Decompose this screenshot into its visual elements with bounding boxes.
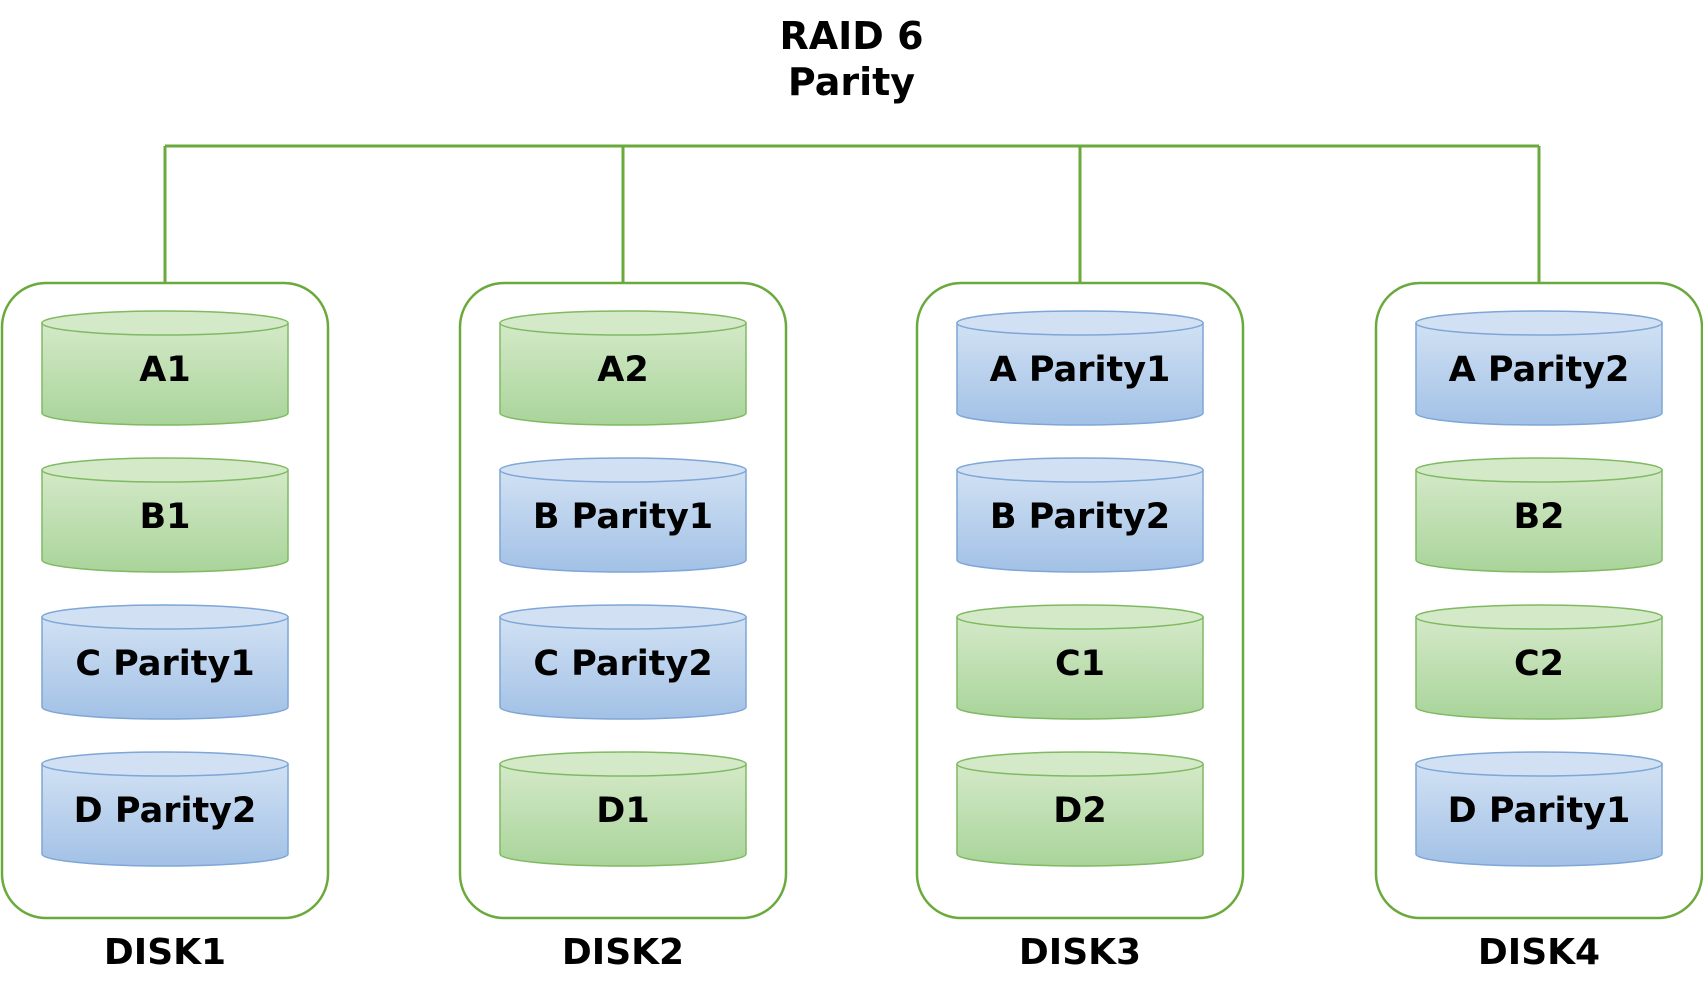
disk-label-1: DISK1 xyxy=(103,932,227,973)
cylinder-block: C2 xyxy=(1415,604,1663,720)
cylinder-block: B2 xyxy=(1415,457,1663,573)
cylinder-top xyxy=(1415,604,1663,630)
block-label: C2 xyxy=(1514,644,1564,684)
connector-lines xyxy=(163,144,1541,283)
block-label: D1 xyxy=(596,791,649,831)
cylinder-block: A Parity2 xyxy=(1415,310,1663,426)
cylinder-top xyxy=(41,457,289,483)
block-label: D2 xyxy=(1053,791,1106,831)
cylinder-top xyxy=(1415,310,1663,336)
cylinder-top xyxy=(956,604,1204,630)
block-label: B Parity1 xyxy=(533,497,713,537)
cylinder-top xyxy=(956,457,1204,483)
cylinder-block: C1 xyxy=(956,604,1204,720)
block-label: B2 xyxy=(1513,497,1564,537)
cylinder-top xyxy=(499,751,747,777)
cylinder-block: B Parity1 xyxy=(499,457,747,573)
block-label: D Parity1 xyxy=(1448,791,1631,831)
cylinder-block: C Parity1 xyxy=(41,604,289,720)
cylinder-block: A2 xyxy=(499,310,747,426)
block-label: D Parity2 xyxy=(74,791,257,831)
cylinder-body xyxy=(499,616,747,720)
cylinder-body xyxy=(499,763,747,867)
cylinder-block: B1 xyxy=(41,457,289,573)
cylinder-body xyxy=(41,322,289,426)
diagram-title-line-2: Parity xyxy=(787,60,916,104)
diagram-title-line-1: RAID 6 xyxy=(779,14,924,58)
block-label: C1 xyxy=(1055,644,1105,684)
cylinder-block: A Parity1 xyxy=(956,310,1204,426)
cylinder-block: D Parity1 xyxy=(1415,751,1663,867)
cylinder-top xyxy=(41,751,289,777)
cylinder-top xyxy=(956,751,1204,777)
cylinder-block: D2 xyxy=(956,751,1204,867)
cylinder-top xyxy=(499,457,747,483)
block-label: B1 xyxy=(139,497,190,537)
cylinder-body xyxy=(1415,322,1663,426)
cylinder-body xyxy=(1415,616,1663,720)
block-label: A2 xyxy=(597,350,648,390)
cylinder-body xyxy=(956,616,1204,720)
cylinder-top xyxy=(41,310,289,336)
cylinder-body xyxy=(956,469,1204,573)
disk-label-4: DISK4 xyxy=(1477,932,1601,973)
block-label: A Parity1 xyxy=(990,350,1171,390)
cylinder-block: D Parity2 xyxy=(41,751,289,867)
disk-label-3: DISK3 xyxy=(1018,932,1142,973)
cylinder-body xyxy=(41,616,289,720)
block-label: C Parity1 xyxy=(75,644,254,684)
cylinder-body xyxy=(1415,763,1663,867)
cylinder-body xyxy=(956,763,1204,867)
cylinder-top xyxy=(499,604,747,630)
cylinder-top xyxy=(956,310,1204,336)
cylinder-body xyxy=(41,763,289,867)
cylinder-top xyxy=(499,310,747,336)
cylinder-block: B Parity2 xyxy=(956,457,1204,573)
cylinder-block: D1 xyxy=(499,751,747,867)
block-label: A1 xyxy=(139,350,190,390)
cylinder-top xyxy=(1415,751,1663,777)
cylinder-body xyxy=(499,322,747,426)
cylinder-body xyxy=(41,469,289,573)
cylinder-body xyxy=(499,469,747,573)
cylinder-body xyxy=(956,322,1204,426)
cylinder-top xyxy=(41,604,289,630)
block-label: A Parity2 xyxy=(1449,350,1630,390)
cylinder-block: C Parity2 xyxy=(499,604,747,720)
cylinder-top xyxy=(1415,457,1663,483)
cylinder-body xyxy=(1415,469,1663,573)
disk-label-2: DISK2 xyxy=(561,932,685,973)
block-label: B Parity2 xyxy=(990,497,1170,537)
cylinder-block: A1 xyxy=(41,310,289,426)
block-label: C Parity2 xyxy=(533,644,712,684)
